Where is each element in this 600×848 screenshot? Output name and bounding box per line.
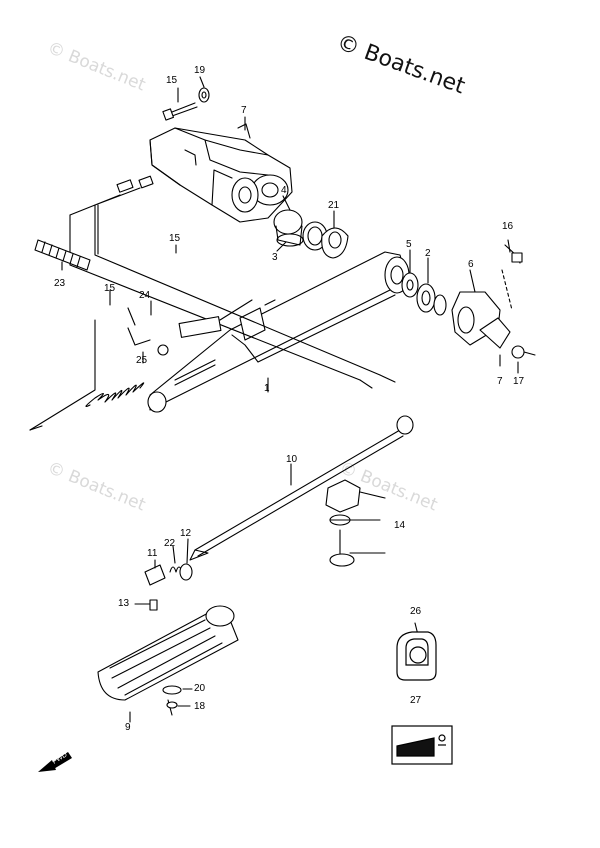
part-label-16: 15 [166, 75, 178, 86]
washer-12-part [179, 563, 193, 581]
part-label-3: 3 [272, 252, 278, 263]
pin-13-part [149, 599, 158, 611]
washer-21-part [162, 685, 182, 695]
part-label-17: 16 [502, 221, 514, 232]
part-label-15-lower: 15 [104, 283, 116, 294]
part-label-28: 27 [410, 695, 422, 706]
friction-plate-6-part [451, 291, 511, 349]
part-label-24: 23 [54, 278, 66, 289]
part-label-20: 19 [194, 65, 206, 76]
part-label-6: 6 [468, 259, 474, 270]
part-label-21: 20 [194, 683, 206, 694]
throttle-cable-15-part [69, 187, 396, 389]
key-switch-plate-27-part [396, 631, 437, 681]
tiller-arm-part [147, 251, 411, 413]
stop-switch-wire-part [29, 299, 253, 431]
part-label-12: 12 [180, 528, 192, 539]
washer-22-part [321, 227, 349, 259]
speed-label-28-part [391, 725, 453, 765]
part-label-18: 17 [513, 376, 525, 387]
throttle-grip-9-part [97, 605, 239, 701]
part-label-2: 2 [425, 248, 431, 259]
part-label-25: 24 [139, 290, 151, 301]
screw-18-part [511, 345, 536, 359]
bolt-14-part [329, 529, 386, 567]
cable-end-part [116, 175, 154, 193]
part-label-19: 18 [194, 701, 206, 712]
bolt-16-part [162, 102, 198, 121]
part-label-10: 10 [286, 454, 298, 465]
part-label-9: 9 [125, 722, 131, 733]
swivel-bracket-part [149, 123, 293, 223]
washer-20-part [198, 87, 210, 103]
part-label-11: 11 [147, 548, 158, 559]
throttle-shaft-10-part [189, 415, 414, 561]
part-label-26: 25 [136, 355, 148, 366]
bolt-17-part [504, 244, 523, 264]
cable-holder-part [325, 479, 386, 513]
screw-19-part [166, 699, 178, 716]
part-label-23: 22 [164, 538, 176, 549]
part-label-13: 13 [118, 598, 130, 609]
part-label-5: 5 [406, 239, 412, 250]
part-label-8: 7 [241, 105, 247, 116]
part-label-22: 21 [328, 200, 340, 211]
sleeve-24-part [34, 239, 91, 271]
washer-5-part [401, 272, 419, 298]
part-label-27: 26 [410, 606, 422, 617]
part-label-7: 7 [497, 376, 503, 387]
part-label-15-upper: 15 [169, 233, 181, 244]
part-label-1: 1 [264, 383, 270, 394]
fwd-arrow-icon [38, 752, 72, 772]
bushing-3-part [273, 209, 304, 247]
washer-2-part [416, 283, 436, 313]
part-label-4: 4 [281, 185, 287, 196]
part-label-14: 14 [394, 520, 406, 531]
